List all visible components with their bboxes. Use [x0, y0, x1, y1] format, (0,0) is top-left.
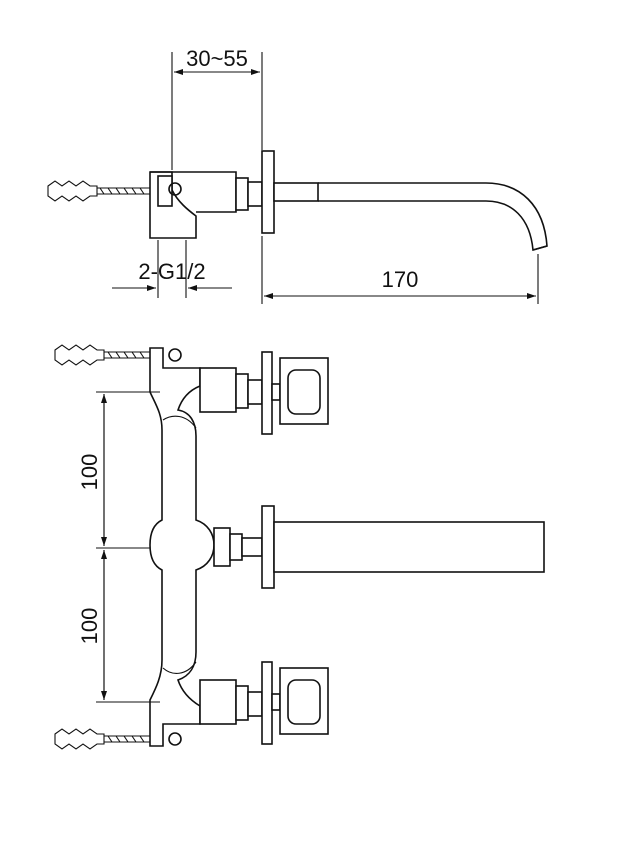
wall-anchor-side — [47, 180, 150, 202]
dimension-spacing: 100 100 — [77, 391, 160, 703]
dimension-spout-length-label: 170 — [382, 267, 419, 292]
wall-anchor-lower — [54, 728, 182, 750]
dimension-connection-label: 2-G1/2 — [138, 259, 205, 284]
dimension-spacing-upper-label: 100 — [77, 454, 102, 491]
upper-handle-assembly — [199, 351, 329, 435]
spout-side — [273, 182, 548, 252]
center-spout-assembly — [213, 505, 545, 589]
dimension-spacing-lower-label: 100 — [77, 608, 102, 645]
side-view: 30~55 2-G1/2 170 — [47, 46, 548, 304]
lower-handle-assembly — [199, 661, 329, 745]
dimension-connection: 2-G1/2 — [112, 240, 232, 298]
dimension-wall-depth: 30~55 — [171, 46, 263, 170]
valve-body-side — [149, 171, 263, 239]
manifold-body — [149, 347, 215, 747]
wall-anchor-upper — [54, 344, 182, 366]
dimension-spout-length: 170 — [261, 236, 539, 304]
wall-flange-side — [261, 150, 275, 234]
dimension-wall-depth-label: 30~55 — [186, 46, 248, 71]
top-view: 100 100 — [54, 344, 545, 750]
spout-top — [273, 521, 545, 573]
